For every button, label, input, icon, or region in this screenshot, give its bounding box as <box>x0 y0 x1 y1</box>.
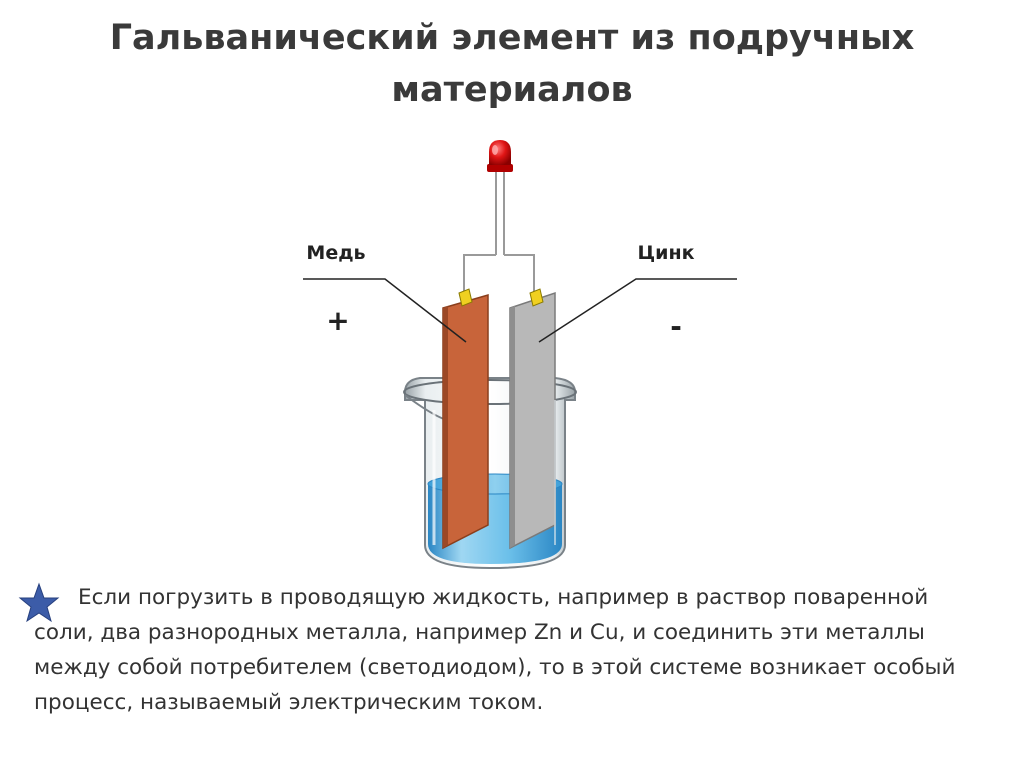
zinc-electrode <box>509 288 556 550</box>
leader-lines <box>303 278 737 343</box>
title-line-1: Гальванический элемент из подручных <box>109 18 915 58</box>
star-icon <box>18 582 60 623</box>
led-icon <box>487 140 513 255</box>
slide-title: Гальванический элемент из подручных мате… <box>60 12 964 116</box>
title-line-2: материалов <box>391 70 633 110</box>
sign-negative: - <box>670 310 682 343</box>
description-text: Если погрузить в проводящую жидкость, на… <box>34 585 956 715</box>
sign-positive: + <box>326 304 349 337</box>
label-copper: Медь <box>306 242 365 264</box>
copper-electrode <box>442 288 489 550</box>
label-zinc: Цинк <box>638 242 695 264</box>
connecting-wire <box>463 254 535 293</box>
